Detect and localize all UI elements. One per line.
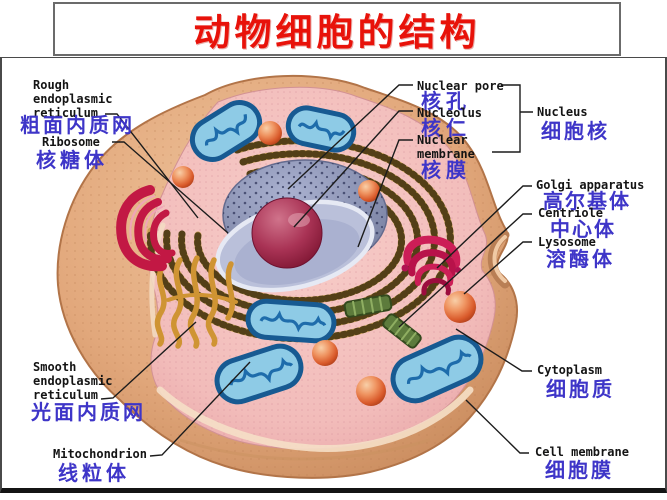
leader-cell-membrane bbox=[465, 399, 529, 454]
lysosome-shape bbox=[356, 376, 386, 406]
leader-lines bbox=[100, 84, 533, 457]
mitochondria bbox=[189, 100, 484, 405]
leader-ribosome bbox=[112, 141, 229, 234]
lysosome-shape bbox=[312, 340, 338, 366]
mitochondrion-shape bbox=[285, 105, 357, 153]
label-nuclear-pore-en: Nuclear pore bbox=[417, 79, 504, 93]
label-nucleus-en: Nucleus bbox=[537, 105, 588, 119]
label-mitochondrion-zh: 线粒体 bbox=[58, 463, 130, 485]
title-box: 动物细胞的结构 bbox=[53, 2, 621, 56]
label-nuclear-pore-zh: 核孔 bbox=[421, 91, 471, 113]
nucleus-bracket bbox=[492, 84, 533, 153]
lysosomes bbox=[172, 121, 476, 406]
label-centriole-zh: 中心体 bbox=[550, 219, 616, 241]
leader-nuclear-membrane bbox=[357, 139, 413, 248]
cut-edge-highlight bbox=[149, 222, 166, 338]
leader-nucleolus bbox=[293, 110, 413, 228]
label-nucleolus-zh: 核仁 bbox=[421, 118, 471, 140]
label-smooth-er-en: Smooth endoplasmic reticulum bbox=[33, 360, 113, 402]
label-lysosome-zh: 溶酶体 bbox=[546, 249, 615, 271]
lysosome-shape bbox=[258, 121, 282, 145]
mitochondrion-shape bbox=[189, 100, 263, 162]
lysosome-shape bbox=[358, 180, 380, 202]
label-centriole-en: Centriole bbox=[538, 206, 604, 220]
label-nuclear-membrane-en: Nuclear membrane bbox=[417, 133, 475, 161]
leader-mitochondrion bbox=[149, 361, 251, 457]
mitochondrion-shape bbox=[390, 334, 484, 404]
label-rough-er-en: Rough endoplasmic reticulum bbox=[33, 78, 113, 120]
label-cytoplasm-zh: 细胞质 bbox=[546, 379, 615, 401]
leader-smooth-er bbox=[100, 321, 197, 400]
label-nucleus-zh: 细胞核 bbox=[541, 121, 610, 143]
label-cytoplasm-en: Cytoplasm bbox=[537, 363, 603, 377]
red-er-stack bbox=[116, 185, 176, 272]
label-nucleolus-en: Nucleolus bbox=[417, 106, 483, 120]
leader-centriole bbox=[398, 213, 532, 328]
label-nuclear-membrane-zh: 核膜 bbox=[421, 160, 471, 182]
centriole-shape bbox=[343, 294, 422, 349]
label-lysosome-en: Lysosome bbox=[538, 235, 596, 249]
label-mitochondrion-en: Mitochondrion bbox=[53, 447, 147, 461]
mitochondrion-shape bbox=[214, 343, 304, 405]
leader-lysosome bbox=[463, 241, 532, 295]
label-cell-membrane-en: Cell membrane bbox=[535, 445, 629, 459]
membrane-fold bbox=[487, 230, 510, 289]
label-rough-er-zh: 粗面内质网 bbox=[20, 115, 135, 137]
lysosome-shape bbox=[444, 291, 476, 323]
leader-nuclear-pore bbox=[287, 84, 413, 190]
label-smooth-er-zh: 光面内质网 bbox=[31, 402, 146, 424]
label-ribosome-en: Ribosome bbox=[42, 135, 100, 149]
leader-cytoplasm bbox=[455, 328, 532, 372]
label-golgi-en: Golgi apparatus bbox=[536, 178, 645, 192]
golgi-apparatus-shape bbox=[401, 235, 461, 296]
mitochondrion-shape bbox=[245, 298, 337, 344]
leader-golgi bbox=[436, 185, 532, 269]
lysosome-shape bbox=[172, 166, 194, 188]
label-golgi-zh: 高尔基体 bbox=[543, 191, 631, 213]
label-cell-membrane-zh: 细胞膜 bbox=[545, 460, 614, 482]
page-title: 动物细胞的结构 bbox=[193, 12, 481, 53]
cut-edge-highlight bbox=[156, 386, 474, 452]
label-ribosome-zh: 核糖体 bbox=[36, 150, 108, 172]
